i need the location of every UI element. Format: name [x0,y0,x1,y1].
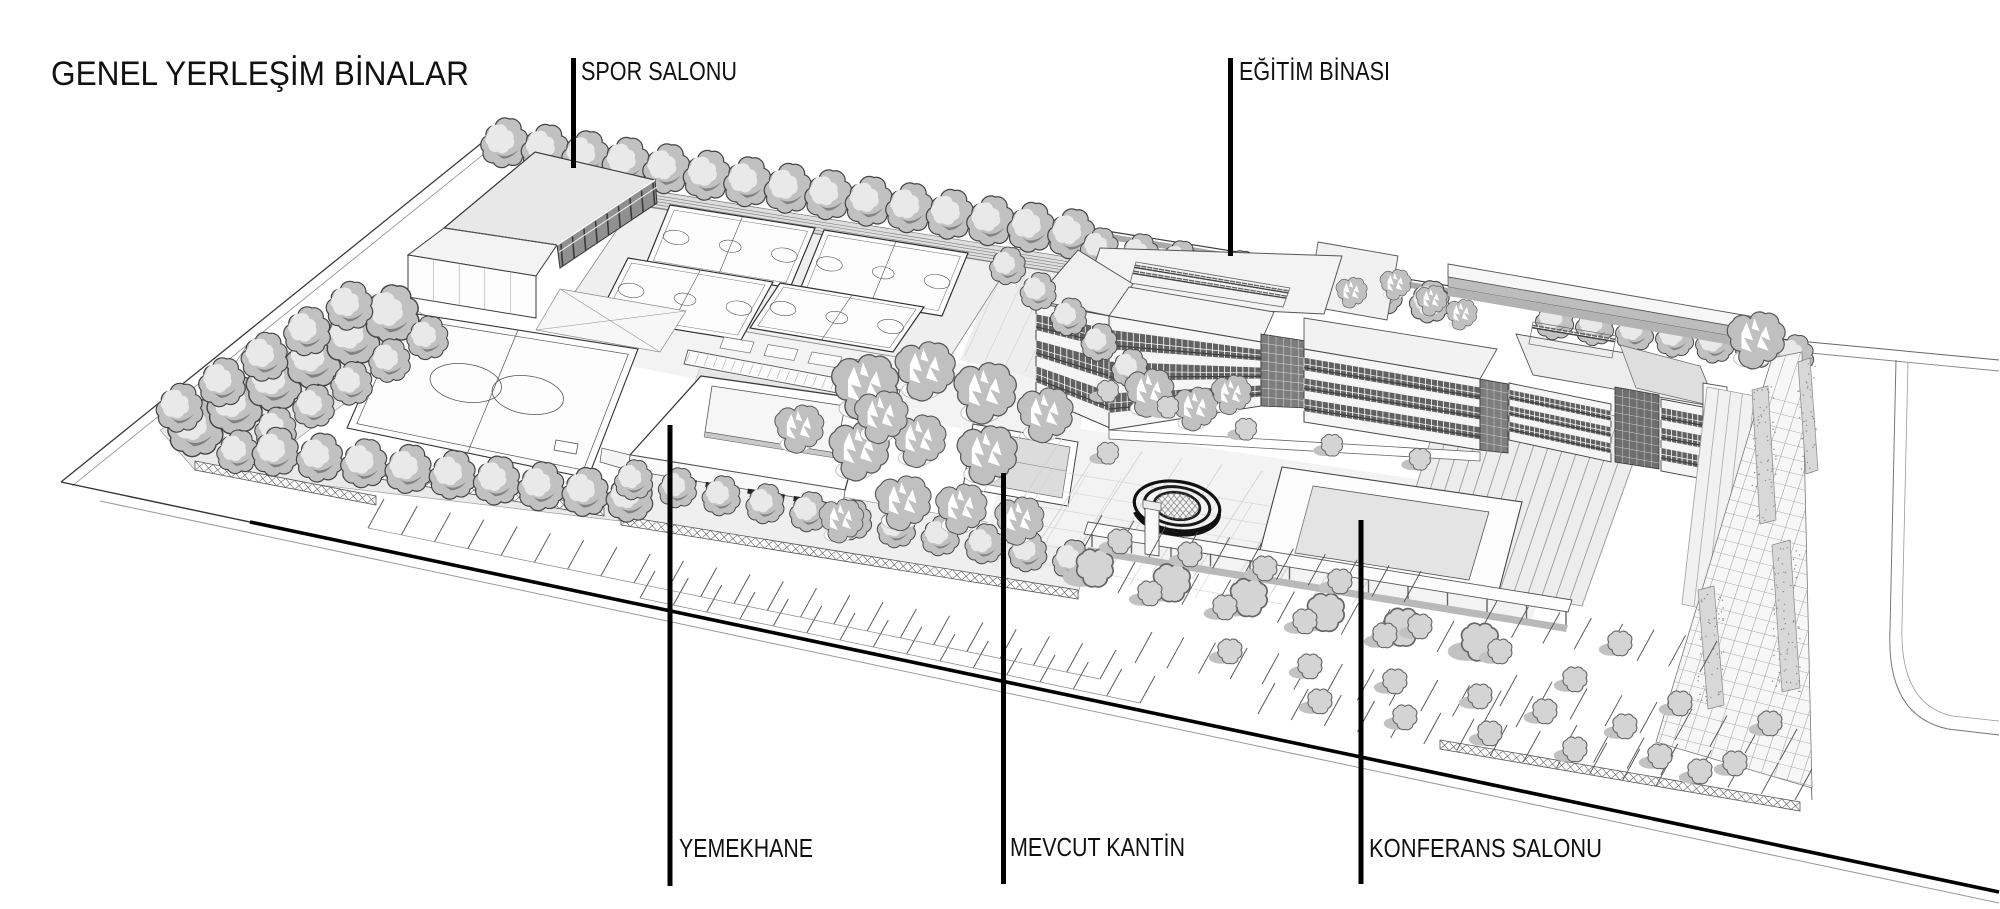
svg-text:EĞİTİM BİNASI: EĞİTİM BİNASI [1239,56,1390,86]
svg-text:KONFERANS SALONU: KONFERANS SALONU [1369,833,1602,863]
svg-text:GENEL YERLEŞİM BİNALAR: GENEL YERLEŞİM BİNALAR [51,55,469,93]
svg-text:SPOR SALONU: SPOR SALONU [581,56,737,86]
svg-text:YEMEKHANE: YEMEKHANE [679,833,813,863]
svg-text:MEVCUT KANTİN: MEVCUT KANTİN [1010,832,1185,862]
